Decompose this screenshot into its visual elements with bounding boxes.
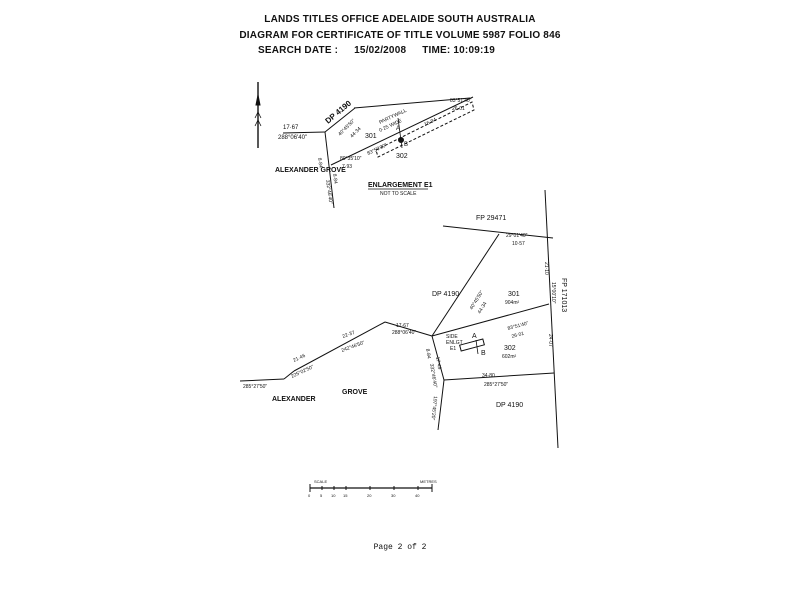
dim-right-3: 24·07 [547, 334, 553, 347]
page-number: Page 2 of 2 [373, 543, 427, 552]
scale-label: SCALE [314, 479, 327, 484]
marker-b-dot [398, 137, 404, 143]
enl-lot302: 302 [396, 153, 408, 160]
marker-b: B [481, 350, 486, 357]
dim-west-bearing: 332°46'40" [428, 363, 438, 388]
time-label: TIME: [422, 45, 451, 56]
enl-dim-d8: 8·84 [316, 157, 323, 168]
enlargement-e1 [282, 96, 475, 209]
main-plan [239, 189, 559, 449]
enl-dim-d9: 8·84 [331, 173, 338, 184]
road-edge-4 [239, 378, 285, 382]
dim-road-bearing-2: 242°46'50" [341, 340, 366, 354]
enl-marker-b: B [404, 142, 408, 148]
dim-road-bearing-4: 285°27'50" [243, 384, 267, 390]
enl-road-label: ALEXANDER GROVE [275, 167, 346, 174]
road-edge-2 [293, 321, 386, 372]
north-arrow-icon [254, 82, 262, 148]
boundary-dp4190-west [437, 379, 445, 431]
scale-tick-15: 15 [343, 493, 348, 498]
dim-west-1: 8·84 [424, 348, 432, 359]
dim-west-2: 17·49 [434, 356, 442, 370]
enlargement-north-boundary [353, 97, 471, 109]
label-dp4190-center: DP 4190 [432, 291, 459, 298]
road-edge-1 [384, 321, 433, 337]
road-name-1: ALEXANDER [272, 396, 316, 403]
boundary-fp171013 [544, 189, 559, 449]
enl-lot301: 301 [365, 133, 377, 140]
dim-lot301-distance: 44·34 [477, 301, 489, 315]
enlargement-boundary-west-a [282, 131, 326, 134]
scale-tick-0: 0 [308, 493, 311, 498]
enlargement-common-boundary [330, 96, 474, 166]
boundary-fp29471 [442, 225, 554, 239]
boundary-lot301-west [431, 233, 500, 337]
scale-tick-10: 10 [331, 493, 336, 498]
see-enlargement-3: E1 [450, 346, 456, 352]
dim-south-distance: 34·80 [482, 373, 495, 379]
enl-marker-a: A [396, 126, 400, 132]
search-date: 15/02/2008 [354, 45, 407, 56]
label-lot301: 301 [508, 291, 520, 298]
boundary-lot302-south [443, 372, 555, 381]
party-wall-box [375, 101, 475, 158]
dim-dp-bearing: 197°45'20" [429, 396, 438, 421]
enl-dim-b3: 83°50'30" [366, 142, 388, 157]
enl-road-label: ALEXANDER GROVE [275, 167, 346, 174]
enl-dim-d10: 16·94 [423, 117, 437, 128]
label-dp4190-bottom: DP 4190 [496, 402, 523, 409]
see-enlargement-1: SIDE [446, 334, 458, 340]
dim-south-bearing: 285°27'50" [484, 382, 508, 388]
search-date-label: SEARCH DATE : [258, 45, 339, 56]
dim-road-bearing-1: 288°06'40" [392, 330, 416, 336]
enl-dim-b2: 332°46'40" [324, 179, 333, 204]
search-time: 10:09:19 [453, 45, 496, 56]
enl-dim-d5: 26·01 [452, 106, 465, 112]
label-fp171013: FP 171013 [560, 278, 567, 312]
road-edge-3 [283, 370, 295, 380]
scale-tick-20: 20 [367, 493, 372, 498]
dim-right-1: 21·10 [543, 262, 549, 275]
road-name-2: GROVE [342, 389, 368, 396]
label-lot302: 302 [504, 345, 516, 352]
scale-bar [309, 484, 433, 492]
header-diagram-title: DIAGRAM FOR CERTIFICATE OF TITLE VOLUME … [239, 30, 561, 41]
enl-dim-d1: 17·67 [283, 125, 299, 131]
enlargement-boundary-dp [324, 107, 356, 133]
enlargement-subtitle: NOT TO SCALE [380, 191, 417, 197]
label-lot302-area: 602m² [502, 354, 517, 360]
label-fp29471: FP 29471 [476, 215, 506, 222]
boundary-lot302-west [431, 335, 445, 381]
enl-dim-d3: 44·34 [349, 126, 362, 139]
party-wall-tick [397, 117, 403, 149]
dim-common-distance: 26·01 [511, 331, 525, 340]
scale-tick-40: 40 [415, 493, 420, 498]
enl-dim-d7: 7·93 [342, 164, 352, 170]
enl-dim-d6: 80°35'10" [340, 156, 362, 162]
dim-top-bearing: 29°01'40" [506, 233, 528, 239]
label-lot301-area: 904m² [505, 300, 520, 306]
header-title: LANDS TITLES OFFICE ADELAIDE SOUTH AUSTR… [264, 14, 536, 25]
dim-right-2: 15°00'10" [550, 282, 556, 304]
see-enlargement-2: ENLGT [446, 340, 463, 346]
enlargement-marker-box [459, 338, 485, 352]
dim-road-1: 17·67 [396, 323, 409, 329]
enl-dim-b1: 288°06'40" [278, 135, 307, 141]
enl-dim-d4: 83°51'40" [450, 98, 472, 104]
dim-road-3: 21·46 [292, 353, 306, 364]
dim-top-distance: 10·57 [512, 241, 525, 247]
scale-tick-30: 30 [391, 493, 396, 498]
marker-a: A [472, 333, 477, 340]
boundary-lot301-302 [431, 303, 550, 337]
marker-a-b-tick [475, 339, 479, 355]
dim-common-bearing: 83°51'40" [507, 321, 529, 332]
scale-tick-5: 5 [320, 493, 323, 498]
enlargement-boundary-front [324, 131, 335, 209]
enlargement-title: ENLARGEMENT E1 [368, 182, 433, 189]
dim-road-2: 22·37 [342, 330, 356, 340]
scale-unit-label: METRES [420, 479, 437, 484]
